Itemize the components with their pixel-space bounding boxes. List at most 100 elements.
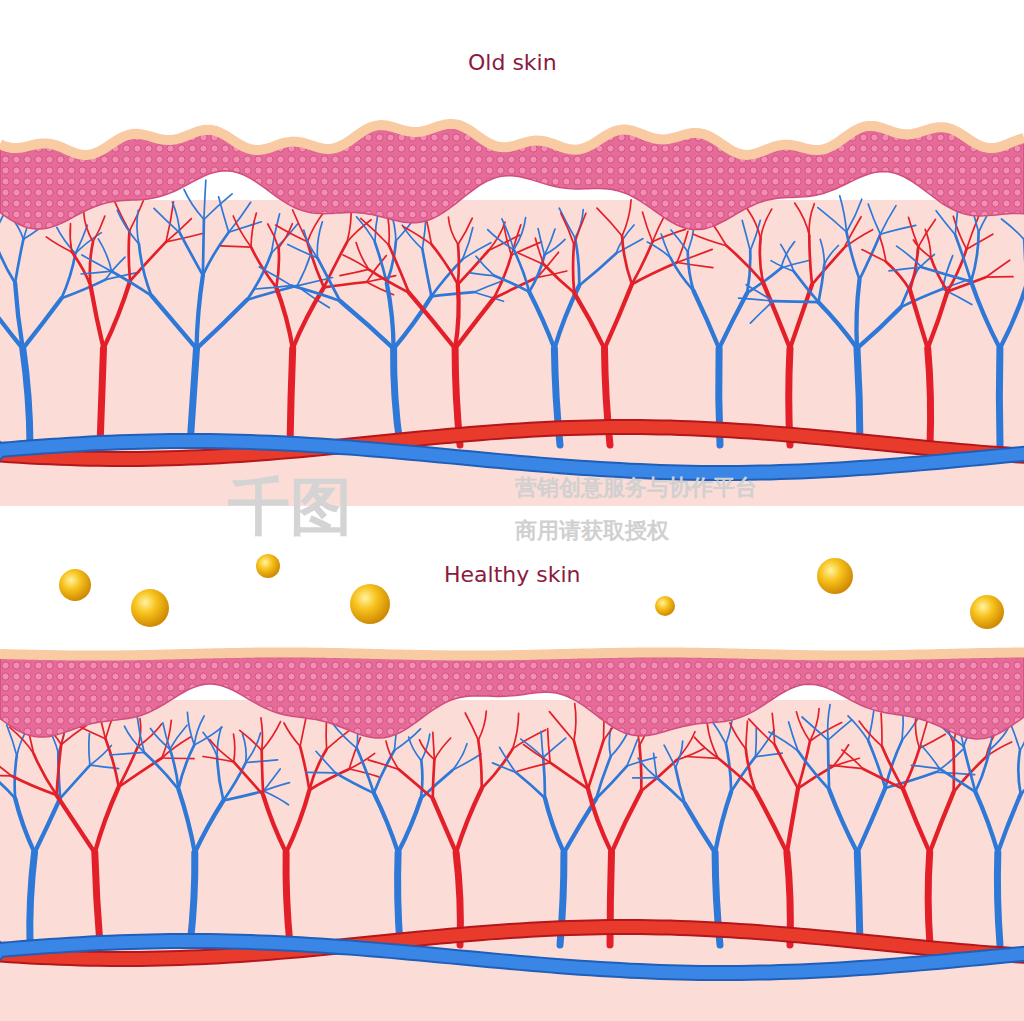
capillary-branch	[790, 285, 812, 349]
capillary-branch	[862, 250, 886, 262]
capillary-branch	[284, 723, 300, 746]
capillary-branch	[219, 197, 229, 233]
capillary-branch	[773, 301, 818, 302]
capillary-branch	[971, 232, 979, 281]
collagen-spheres	[59, 554, 1004, 629]
capillary-branch	[541, 731, 543, 757]
capillary-branch	[0, 754, 11, 776]
capillary-branch	[746, 285, 773, 301]
capillary-branch	[928, 853, 930, 945]
capillary-branch	[286, 853, 290, 945]
capillary-branch	[775, 745, 798, 789]
capillary-branch	[386, 741, 399, 769]
capillary-branch	[517, 763, 550, 772]
capillary-branch	[694, 291, 720, 349]
capillary-branch	[89, 734, 90, 766]
capillary-branch	[611, 734, 627, 757]
capillary-branch	[106, 739, 119, 787]
capillary-branch	[70, 224, 72, 252]
capillary-branch	[842, 750, 863, 769]
capillaries	[0, 702, 1024, 973]
capillary-branch	[398, 853, 400, 945]
capillary-branch	[828, 720, 852, 741]
capillary-branch	[93, 216, 105, 242]
capillary-branch	[242, 734, 246, 763]
capillary-branch	[886, 262, 910, 291]
capillary-branch	[374, 793, 398, 853]
capillary-branch	[781, 244, 794, 271]
capillary-branch	[210, 740, 234, 762]
capillary-branch	[276, 248, 279, 287]
capillary-branch	[643, 212, 653, 242]
capillary-branch	[579, 254, 616, 286]
capillary-branch	[998, 794, 1021, 852]
capillary-branch	[15, 799, 34, 853]
capillary-branch	[802, 717, 828, 740]
capillary-branch	[84, 212, 93, 242]
capillary-branch	[203, 232, 229, 275]
capillary-branch	[677, 231, 688, 262]
capillary-branch	[819, 302, 858, 348]
capillary-branch	[317, 222, 322, 258]
capillary-branch	[476, 256, 494, 275]
capillary-branch	[170, 749, 179, 789]
capillary-branch	[685, 804, 715, 853]
capillary-branch	[462, 228, 473, 260]
capillary-branch	[756, 792, 787, 853]
capillary-branch	[897, 246, 922, 267]
capillary-branch	[632, 263, 677, 285]
capillary-branch	[818, 208, 847, 232]
capillary-branch	[234, 762, 264, 795]
capillary-branch	[955, 235, 971, 282]
capillary-branch	[920, 734, 946, 748]
capillary-branch	[197, 275, 203, 348]
capillary-branch	[255, 286, 291, 289]
capillary-branch	[928, 291, 948, 348]
capillary-branch	[664, 745, 675, 767]
capillary-branch	[688, 252, 694, 291]
capillary-branch	[882, 746, 903, 789]
capillary-branch	[30, 853, 35, 945]
capillary-branch	[903, 748, 919, 789]
capillary-branch	[15, 283, 23, 349]
capillary-branch	[742, 220, 750, 251]
capillary-branch	[857, 853, 860, 945]
capillary-branch	[195, 801, 224, 853]
capillary-branch	[653, 229, 686, 241]
capillary-branch	[458, 218, 472, 244]
capillary-branch	[394, 349, 400, 445]
sphere	[970, 595, 1004, 629]
capillary-branch	[234, 734, 235, 762]
capillary-branch	[795, 203, 810, 235]
capillary-branch	[796, 712, 810, 741]
capillary-branch	[809, 204, 814, 236]
capillary-branch	[387, 241, 396, 283]
capillary-branch	[640, 746, 642, 792]
capillary-branch	[857, 307, 901, 348]
capillary-branch	[812, 248, 844, 284]
capillary-branch	[340, 301, 394, 349]
capillary-branch	[975, 750, 989, 792]
watermark-logo: 千图	[228, 470, 352, 544]
capillary-branch	[830, 765, 863, 768]
capillary-branch	[500, 747, 516, 772]
capillary-branch	[57, 795, 95, 853]
capillary-branch	[1010, 723, 1020, 750]
capillary-branch	[318, 258, 341, 301]
capillary-branch	[23, 349, 30, 445]
capillary-branch	[574, 293, 604, 349]
capillary-branch	[755, 728, 758, 757]
capillary-branch	[633, 777, 657, 779]
capillary-branch	[889, 267, 922, 271]
capillary-branch	[264, 783, 290, 791]
capillary-branch	[361, 218, 389, 245]
sphere	[256, 554, 280, 578]
capillary-branch	[433, 798, 456, 852]
capillary-branch	[952, 743, 955, 792]
capillary-branch	[847, 199, 862, 232]
capillary-branch	[824, 246, 838, 265]
vein	[0, 441, 1024, 473]
sphere	[655, 596, 675, 616]
capillary-branch	[455, 298, 494, 348]
